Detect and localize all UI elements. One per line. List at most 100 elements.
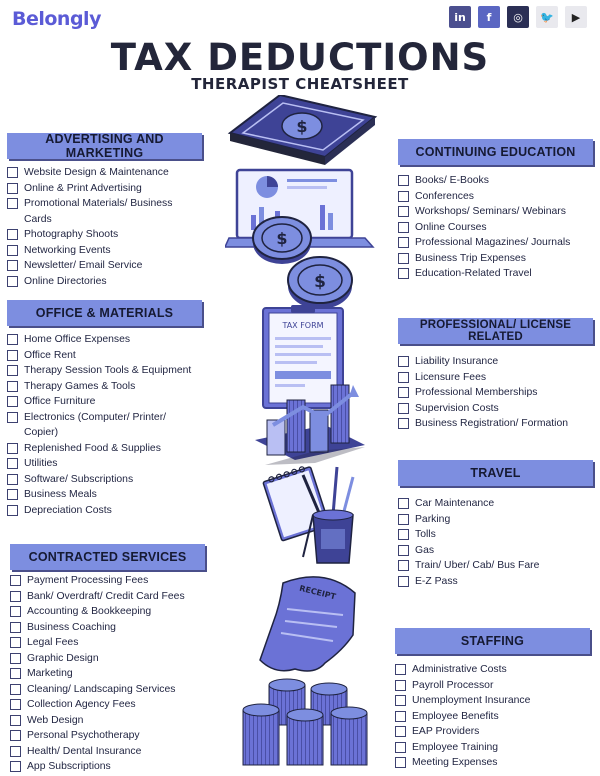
checkbox[interactable] (395, 741, 406, 753)
checkbox[interactable] (7, 365, 18, 376)
checkbox[interactable] (7, 442, 18, 454)
checkbox[interactable] (395, 710, 406, 722)
checkbox[interactable] (398, 529, 409, 540)
checklist-item-label: Collection Agency Fees (27, 699, 136, 710)
checkbox[interactable] (398, 252, 409, 264)
checkbox[interactable] (7, 396, 18, 407)
checkbox[interactable] (398, 371, 409, 383)
checkbox[interactable] (398, 513, 409, 525)
checklist-item-label: Office Furniture (24, 396, 96, 407)
checklist-item-label: Workshops/ Seminars/ Webinars (415, 206, 566, 217)
checkbox[interactable] (7, 489, 18, 500)
currency-symbol: $ (276, 229, 287, 248)
checkbox[interactable] (10, 714, 21, 726)
youtube-icon[interactable]: ▶ (565, 6, 587, 28)
checkbox[interactable] (7, 458, 18, 469)
checkbox[interactable] (10, 652, 21, 664)
page-subtitle: THERAPIST CHEATSHEET (191, 75, 409, 93)
checklist-item-label: Replenished Food & Supplies (24, 442, 161, 454)
checkbox[interactable] (395, 695, 406, 706)
checklist-item: Home Office Expenses (7, 332, 192, 348)
checkbox[interactable] (7, 349, 18, 361)
coin-icon: $ (252, 216, 312, 264)
checkbox[interactable] (398, 402, 409, 414)
checkbox[interactable] (7, 504, 18, 516)
checkbox[interactable] (7, 334, 18, 345)
checkbox[interactable] (398, 190, 409, 202)
checkbox[interactable] (398, 387, 409, 398)
checkbox[interactable] (398, 418, 409, 429)
checklist-item: Business Trip Expenses (398, 251, 593, 267)
checklist-item: Payroll Processor (395, 678, 590, 694)
checkbox[interactable] (398, 560, 409, 571)
checkbox[interactable] (10, 606, 21, 617)
checkbox[interactable] (395, 726, 406, 737)
checkbox[interactable] (395, 757, 406, 768)
checkbox[interactable] (7, 182, 18, 194)
checkbox[interactable] (7, 473, 18, 485)
checklist-item-label: Unemployment Insurance (412, 695, 531, 706)
checklist-item: Online Directories (7, 274, 202, 290)
checkbox[interactable] (10, 745, 21, 757)
checkbox[interactable] (7, 260, 18, 271)
checkbox[interactable] (395, 679, 406, 691)
section-header: ADVERTISING AND MARKETING (7, 132, 202, 160)
checklist-item-label: Accounting & Bookkeeping (27, 606, 152, 617)
checklist-item-label: Health/ Dental Insurance (27, 745, 142, 757)
checklist-item-label: Education-Related Travel (415, 268, 532, 279)
checkbox[interactable] (10, 683, 21, 695)
checkbox[interactable] (7, 380, 18, 392)
checklist-item: Parking (398, 512, 593, 528)
currency-symbol: $ (314, 272, 326, 292)
checklist-item-label: Utilities (24, 458, 58, 469)
checklist-item-label: Home Office Expenses (24, 334, 131, 345)
checklist-item: Licensure Fees (398, 370, 593, 386)
tax-form-icon: TAX FORM (262, 305, 344, 409)
twitter-icon[interactable]: 🐦 (536, 6, 558, 28)
checkbox[interactable] (10, 590, 21, 602)
checkbox[interactable] (10, 730, 21, 741)
checklist-item-label: Therapy Session Tools & Equipment (24, 365, 192, 376)
section-advertising: ADVERTISING AND MARKETING Website Design… (7, 132, 202, 290)
checkbox[interactable] (7, 275, 18, 287)
checklist-item: Depreciation Costs (7, 503, 192, 519)
instagram-icon[interactable]: ◎ (507, 6, 529, 28)
checkbox[interactable] (398, 206, 409, 217)
facebook-icon[interactable]: f (478, 6, 500, 28)
checkbox[interactable] (398, 544, 409, 556)
checkbox[interactable] (7, 244, 18, 256)
pen-icon (302, 514, 314, 558)
checklist-item-label: Business Registration/ Formation (415, 418, 569, 429)
checkbox[interactable] (7, 411, 18, 423)
checkbox[interactable] (398, 175, 409, 186)
checkbox[interactable] (398, 268, 409, 279)
checkbox[interactable] (7, 198, 18, 209)
checkbox[interactable] (10, 761, 21, 772)
checklist-item: Employee Training (395, 740, 590, 756)
checkbox[interactable] (10, 699, 21, 710)
checkbox[interactable] (398, 237, 409, 248)
checklist-item: EAP Providers (395, 724, 590, 740)
checkbox[interactable] (7, 229, 18, 240)
checklist-item-label: Gas (415, 544, 435, 556)
checkbox[interactable] (10, 621, 21, 633)
checkbox[interactable] (7, 167, 18, 178)
checkbox[interactable] (398, 221, 409, 233)
linkedin-icon[interactable]: in (449, 6, 471, 28)
checkbox[interactable] (10, 668, 21, 679)
checklist-item-label: Parking (415, 513, 451, 525)
checkbox[interactable] (395, 664, 406, 675)
checkbox[interactable] (10, 575, 21, 586)
checklist-item-label: Bank/ Overdraft/ Credit Card Fees (27, 590, 185, 602)
checklist-item-label: Depreciation Costs (24, 504, 112, 516)
bar-chart-icon (255, 384, 365, 465)
checkbox[interactable] (10, 637, 21, 648)
checklist-item-label: Books/ E-Books (415, 175, 489, 186)
checkbox[interactable] (398, 356, 409, 367)
checkbox[interactable] (398, 498, 409, 509)
checkbox[interactable] (398, 575, 409, 587)
